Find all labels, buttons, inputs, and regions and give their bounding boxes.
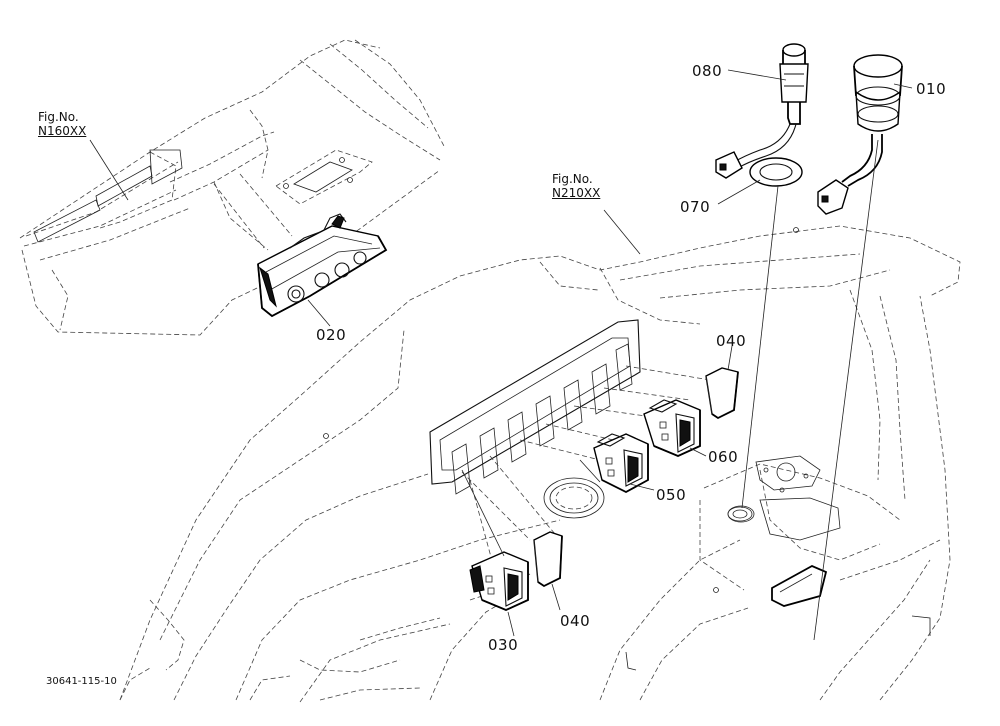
part-080-lighter — [715, 43, 809, 179]
callout-070: 070 — [680, 198, 711, 216]
callout-050: 050 — [656, 486, 687, 504]
fig-ref-lower-caption: Fig.No. — [552, 172, 593, 186]
part-040-upper-blank — [705, 367, 739, 420]
part-060-rocker-switch — [643, 399, 701, 457]
callout-080: 080 — [692, 62, 723, 80]
callout-040-lower: 040 — [560, 612, 591, 630]
callout-010: 010 — [916, 80, 947, 98]
callout-020: 020 — [316, 326, 347, 344]
part-030-rocker-switch — [469, 551, 529, 611]
callout-040-upper: 040 — [716, 332, 747, 350]
part-010-power-socket — [817, 54, 903, 215]
fig-ref-lower: Fig.No. N210XX — [552, 172, 600, 200]
callout-030: 030 — [488, 636, 519, 654]
upper-dash-panel-outline — [19, 39, 446, 336]
assembly-lines — [461, 139, 879, 641]
leader-lines — [89, 69, 913, 637]
fig-ref-upper-caption: Fig.No. — [38, 110, 79, 124]
part-050-rocker-switch — [593, 433, 649, 494]
part-070-ring — [749, 157, 803, 187]
round-socket-recess — [543, 477, 755, 523]
callout-060: 060 — [708, 448, 739, 466]
fig-ref-upper-number: N160XX — [38, 124, 87, 138]
fig-ref-upper: Fig.No. N160XX — [38, 110, 86, 138]
switch-bezel-slots — [429, 319, 711, 591]
part-020-switch-cluster — [257, 213, 388, 318]
drawing-code: 30641-115-10 — [46, 676, 117, 687]
fig-ref-lower-number: N210XX — [552, 186, 601, 200]
console-body-outline — [119, 225, 961, 703]
part-040-lower-blank — [533, 531, 563, 588]
